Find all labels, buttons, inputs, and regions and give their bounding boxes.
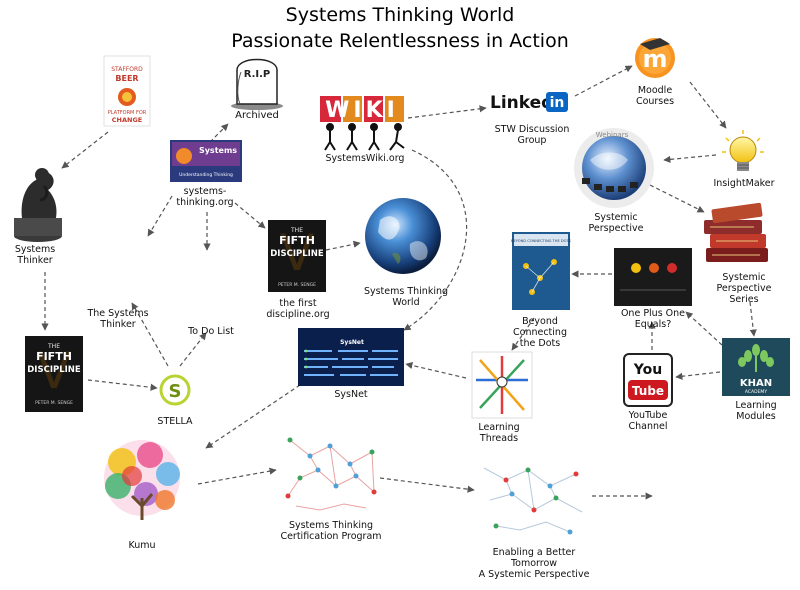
svg-text:STAFFORD: STAFFORD — [111, 66, 143, 73]
certification-network-image[interactable] — [285, 437, 377, 511]
svg-text:V: V — [37, 342, 71, 400]
earth-globe-image[interactable] — [365, 198, 441, 274]
lightbulb-icon[interactable] — [722, 130, 764, 171]
kumu-tree-image[interactable] — [104, 440, 180, 520]
sysnet-label[interactable]: SysNet — [334, 389, 368, 400]
systems-thinking-org-label[interactable]: systems-thinking.org — [176, 186, 234, 208]
fifth-discipline-book[interactable]: V THE FIFTH DISCIPLINE PETER M. SENGE — [268, 220, 326, 292]
svg-text:Linked: Linked — [490, 93, 553, 113]
svg-text:THE: THE — [47, 343, 60, 350]
svg-text:ACADEMY: ACADEMY — [745, 389, 767, 395]
svg-text:DISCIPLINE: DISCIPLINE — [270, 249, 324, 259]
arrow-khan-to-onepone — [685, 311, 723, 346]
moodle-logo[interactable]: m — [635, 38, 675, 78]
svg-text:CHANGE: CHANGE — [112, 116, 142, 124]
svg-text:PLATFORM FOR: PLATFORM FOR — [108, 110, 147, 116]
arrow-cert-to-better — [379, 477, 475, 493]
arrow-moodle-to-insight — [689, 81, 727, 129]
stafford-beer-book[interactable]: STAFFORD BEER PLATFORM FOR CHANGE — [103, 55, 151, 127]
arrow-sps-to-khan — [749, 301, 757, 337]
youtube-logo[interactable]: You Tube — [623, 353, 673, 407]
wiki-figures-image[interactable]: WIKI — [320, 96, 405, 151]
kumu-label[interactable]: Kumu — [128, 540, 156, 551]
arrow-kumu-to-cert — [197, 467, 277, 485]
systemswiki-label[interactable]: SystemsWiki.org — [325, 153, 405, 164]
arrow-fifth-to-stella — [87, 379, 158, 391]
svg-text:R.I.P: R.I.P — [244, 69, 271, 80]
beyond-connecting-dots-book[interactable]: BEYOND CONNECTING THE DOTS — [511, 232, 572, 310]
svg-text:You: You — [633, 362, 662, 378]
svg-text:DISCIPLINE: DISCIPLINE — [27, 365, 81, 375]
svg-text:SysNet: SysNet — [340, 339, 364, 346]
linkedin-logo[interactable]: Linked in — [490, 92, 568, 113]
one-plus-one-image[interactable] — [614, 248, 692, 306]
fifth-discipline-book-left[interactable]: V THE FIFTH DISCIPLINE PETER M. SENGE — [25, 336, 83, 412]
svg-text:Webinars: Webinars — [596, 131, 629, 139]
arrow-sto-to-archived — [209, 123, 229, 143]
webinars-globe-image[interactable]: Webinars — [574, 128, 654, 208]
svg-text:WIKI: WIKI — [325, 98, 399, 123]
insightmaker-label[interactable]: InsightMaker — [713, 178, 775, 189]
arrow-khan-to-youtube — [675, 371, 721, 380]
khan-academy-logo[interactable]: KHAN ACADEMY — [722, 338, 790, 396]
arrow-stella-to-todo — [179, 332, 207, 367]
arrow-lt-to-sysnet — [405, 361, 467, 379]
svg-text:BEYOND CONNECTING THE DOTS: BEYOND CONNECTING THE DOTS — [511, 239, 572, 243]
sysnet-screenshot[interactable]: SysNet — [298, 328, 404, 386]
arrow-sysnet-to-kumu — [205, 384, 301, 449]
stella-logo[interactable]: S — [159, 374, 191, 406]
better-tomorrow-network-image[interactable] — [483, 467, 583, 535]
diagram-title-line2: Passionate Relentlessness in Action — [231, 30, 569, 52]
svg-text:FIFTH: FIFTH — [279, 234, 315, 247]
svg-text:PETER M. SENGE: PETER M. SENGE — [35, 400, 73, 406]
svg-text:PETER M. SENGE: PETER M. SENGE — [278, 282, 316, 288]
svg-text:m: m — [642, 45, 667, 73]
svg-text:THE: THE — [290, 227, 303, 234]
arrow-webinar-to-sps — [649, 184, 705, 213]
svg-text:Systems: Systems — [199, 146, 237, 155]
arrow-beer-to-thinker — [61, 131, 109, 169]
learning-threads-map[interactable] — [471, 351, 533, 419]
arrow-wiki-to-linkedin — [407, 105, 487, 119]
svg-text:V: V — [280, 224, 314, 282]
stella-label[interactable]: STELLA — [157, 416, 193, 427]
rip-tombstone-icon: R.I.P — [231, 58, 283, 110]
arrow-wiki-to-sysnet — [403, 149, 468, 331]
todo-list-label[interactable]: To Do List — [188, 326, 234, 337]
svg-text:FIFTH: FIFTH — [36, 350, 72, 363]
svg-text:in: in — [550, 95, 565, 111]
diagram-title-line1: Systems Thinking World — [285, 4, 515, 26]
svg-text:S: S — [169, 381, 182, 402]
arrow-linkedin-to-moodle — [574, 65, 633, 97]
thinker-statue-image[interactable] — [14, 168, 62, 242]
arrow-stella-to-tst — [131, 302, 169, 367]
systems-thinking-book[interactable]: Systems Understanding Thinking — [170, 140, 242, 182]
svg-text:Tube: Tube — [632, 384, 664, 398]
arrow-insight-to-webinar — [663, 154, 717, 163]
svg-text:KHAN: KHAN — [740, 378, 772, 389]
svg-text:Understanding Thinking: Understanding Thinking — [179, 172, 233, 178]
books-stack-image[interactable] — [704, 202, 768, 262]
archived-label: Archived — [235, 110, 279, 121]
arrow-sto-left — [147, 195, 173, 237]
arrow-fifth2-to-world — [325, 240, 361, 251]
svg-text:BEER: BEER — [115, 74, 138, 83]
